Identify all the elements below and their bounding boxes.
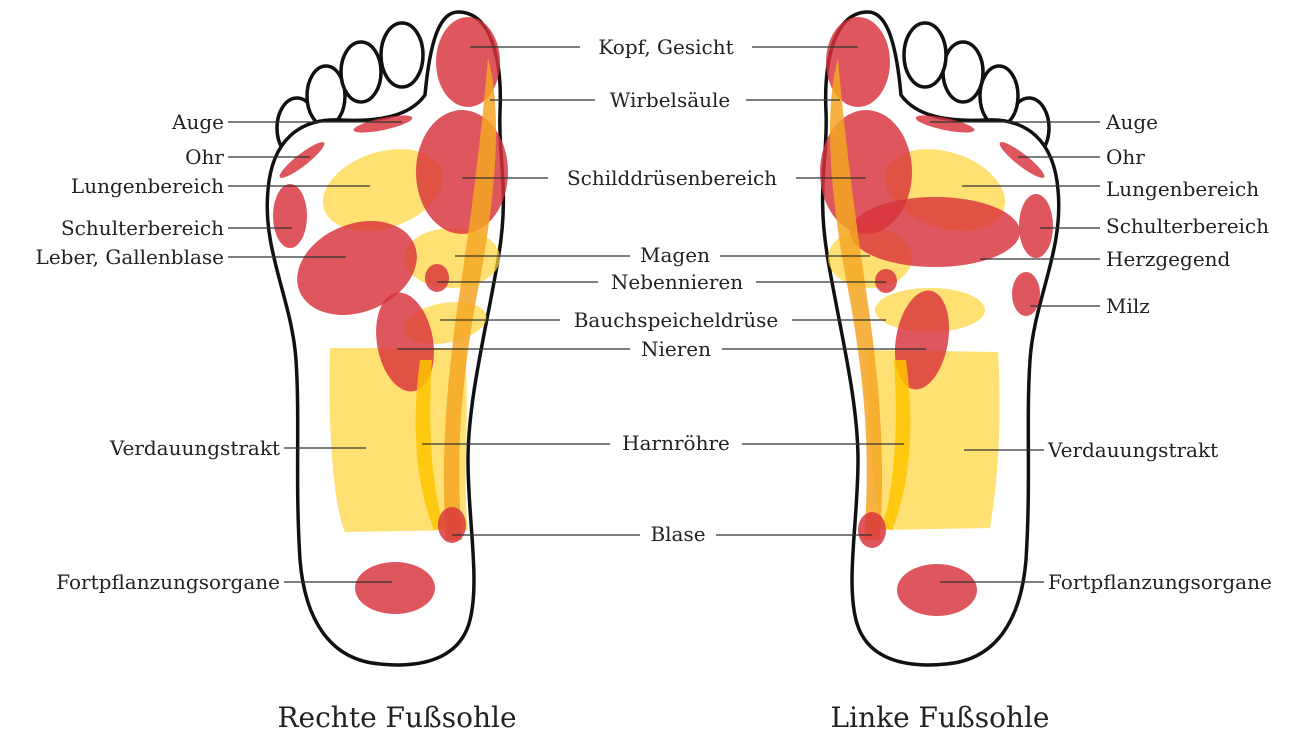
left-heart-zone	[850, 197, 1020, 267]
label-fortpflanzungsorgane-right: Fortpflanzungsorgane	[56, 570, 280, 594]
label-nieren: Nieren	[641, 337, 711, 361]
labels: Kopf, Gesicht Wirbelsäule Schilddrüsenbe…	[36, 35, 1272, 594]
label-schilddruesenbereich: Schilddrüsenbereich	[567, 166, 777, 190]
left-reproductive-zone	[897, 564, 977, 616]
label-schulterbereich-right: Schulterbereich	[61, 216, 224, 240]
left-shoulder-zone	[1019, 194, 1053, 258]
label-ohr-right: Ohr	[185, 145, 224, 169]
label-verdauungstrakt-left: Verdauungstrakt	[1047, 438, 1218, 462]
caption-left-foot: Linke Fußsohle	[831, 701, 1050, 732]
right-foot-toe-4	[307, 66, 345, 126]
label-nebennieren: Nebennieren	[611, 270, 743, 294]
label-ohr-left: Ohr	[1106, 145, 1145, 169]
left-spleen-zone	[1012, 272, 1040, 316]
label-auge-right: Auge	[171, 110, 224, 134]
label-schulterbereich-left: Schulterbereich	[1106, 214, 1269, 238]
label-leber-gallenblase: Leber, Gallenblase	[36, 245, 224, 269]
label-fortpflanzungsorgane-left: Fortpflanzungsorgane	[1048, 570, 1272, 594]
left-foot-toe-2	[904, 23, 946, 87]
label-kopf-gesicht: Kopf, Gesicht	[598, 35, 733, 59]
label-milz: Milz	[1106, 294, 1150, 318]
label-herzgegend: Herzgegend	[1106, 247, 1231, 271]
label-magen: Magen	[640, 243, 710, 267]
right-foot-toe-3	[341, 42, 381, 102]
right-adrenal-zone	[425, 264, 449, 292]
right-foot-toe-2	[381, 23, 423, 87]
right-foot	[267, 12, 508, 665]
left-foot-toe-3	[943, 42, 983, 102]
label-bauchspeicheldruese: Bauchspeicheldrüse	[574, 308, 779, 332]
caption-right-foot: Rechte Fußsohle	[277, 701, 516, 732]
label-lungenbereich-left: Lungenbereich	[1106, 177, 1259, 201]
left-adrenal-zone	[875, 269, 897, 293]
left-foot	[820, 12, 1059, 665]
left-bladder-zone	[858, 512, 886, 548]
label-lungenbereich-right: Lungenbereich	[71, 174, 224, 198]
right-reproductive-zone	[355, 562, 435, 614]
label-blase: Blase	[650, 522, 705, 546]
label-auge-left: Auge	[1105, 110, 1158, 134]
right-shoulder-zone	[273, 184, 307, 248]
label-harnroehre: Harnröhre	[622, 431, 730, 455]
right-bladder-zone	[438, 507, 466, 543]
label-verdauungstrakt-right: Verdauungstrakt	[109, 436, 280, 460]
label-wirbelsaeule: Wirbelsäule	[610, 88, 731, 112]
left-foot-toe-4	[980, 66, 1018, 126]
